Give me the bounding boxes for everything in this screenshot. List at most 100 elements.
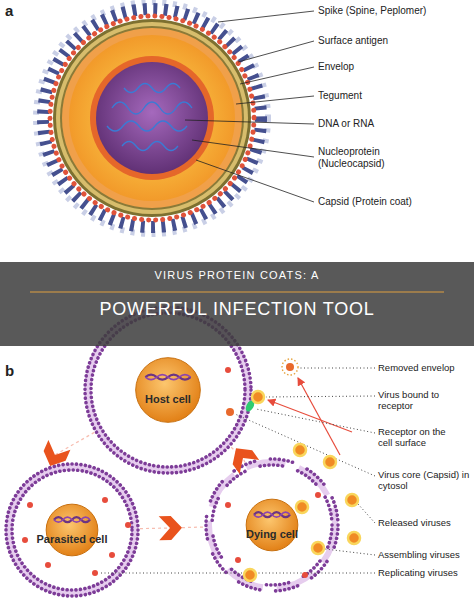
leader-line — [218, 11, 314, 22]
virus-dot — [109, 552, 115, 558]
nucleus — [246, 499, 298, 551]
leader-lines — [185, 11, 314, 202]
virus-particle — [36, 2, 268, 234]
entry-arrow — [298, 378, 340, 455]
envelope-outer — [53, 19, 251, 217]
panel-letter: b — [5, 362, 25, 380]
membrane-outer — [206, 459, 338, 591]
tegument-ring — [62, 28, 242, 208]
part-label: Spike (Spine, Peplomer) — [318, 5, 474, 17]
leader-line — [192, 140, 314, 157]
released-virus — [346, 494, 358, 506]
membrane-outer — [6, 464, 138, 596]
genome-core — [96, 62, 208, 174]
entry-arrows — [268, 378, 352, 455]
stage-label: Virus bound to receptor — [378, 389, 473, 412]
parasited-cell: Parasited cell — [4, 462, 140, 598]
cycle-arrow — [55, 432, 94, 463]
dna-strand — [107, 121, 187, 131]
title-text: POWERFUL INFECTION TOOL — [0, 299, 474, 321]
cycle-arrow — [140, 527, 204, 529]
part-label: Surface antigen — [318, 35, 474, 47]
title-text: VIRUS PROTEIN COATS: A — [0, 269, 474, 282]
leader-line — [99, 573, 375, 574]
panel-letter: a — [5, 2, 25, 20]
leader-line — [256, 409, 375, 433]
nucleocapsid-ring — [90, 56, 214, 180]
leader-line — [236, 96, 314, 104]
dna-strand — [122, 142, 178, 151]
membrane-band — [88, 310, 248, 470]
chromatin — [54, 517, 90, 522]
chromatin — [254, 512, 290, 517]
dying-cell: Dying cell — [204, 457, 340, 593]
stage-label: Receptor on the cell surface — [378, 426, 458, 449]
assembling-virus — [312, 542, 324, 554]
released-virus — [348, 532, 360, 544]
cycle-arrow — [231, 447, 245, 463]
leader-line — [196, 160, 314, 202]
virus-dot — [315, 492, 321, 498]
released-virus — [324, 456, 336, 468]
leader-line — [266, 396, 375, 397]
virus-dot — [92, 570, 98, 576]
dna-strand — [112, 102, 192, 114]
part-label: Capsid (Protein coat) — [318, 196, 474, 208]
capsid-layer — [69, 35, 235, 201]
virus-dot — [102, 497, 108, 503]
virus-dot — [225, 367, 231, 373]
virus-core — [286, 363, 294, 371]
nucleus — [136, 358, 201, 423]
leader-line — [299, 368, 375, 369]
chromatin — [145, 375, 190, 380]
stage-label: Replicating viruses — [378, 567, 473, 578]
virus-core — [226, 408, 234, 416]
envelope-inner — [60, 26, 244, 210]
spike-tips — [36, 2, 268, 234]
entry-arrow — [268, 400, 352, 432]
cell-name: Host cell — [83, 393, 253, 406]
leader-line — [240, 67, 314, 84]
virus-dot — [22, 537, 28, 543]
stage-label: Removed envelop — [378, 362, 473, 373]
stage-label: Released viruses — [378, 517, 473, 528]
removed-envelope — [282, 359, 298, 375]
part-label: Tegument — [318, 90, 474, 102]
title-band: VIRUS PROTEIN COATS: A POWERFUL INFECTION… — [0, 262, 474, 346]
membrane-inner — [12, 470, 132, 590]
cell-name: Parasited cell — [4, 533, 140, 546]
stage-label: Virus core (Capsid) in cytosol — [378, 469, 473, 492]
virus-dot — [45, 562, 51, 568]
part-label: Envelop — [318, 61, 474, 73]
chromatin — [54, 517, 90, 522]
chromatin — [254, 512, 290, 517]
stage-label: Assembling viruses — [378, 549, 473, 560]
virus-dot — [225, 502, 231, 508]
leader-line — [185, 120, 314, 124]
membrane-inner — [212, 465, 332, 585]
dna-strands — [107, 84, 192, 151]
spike-ring — [43, 9, 261, 227]
enveloped-viruses — [244, 391, 360, 581]
part-label: Nucleoprotein (Nucleocapsid) — [318, 146, 398, 170]
envelope-ring — [56, 22, 248, 214]
leader-line — [238, 41, 314, 62]
membrane-band — [209, 462, 335, 588]
membrane-inner — [91, 313, 245, 467]
cell-name: Dying cell — [204, 528, 340, 541]
virus-dot — [27, 502, 33, 508]
leader-line — [358, 504, 375, 523]
dna-strand — [124, 84, 180, 93]
nucleus — [46, 504, 98, 556]
cell-membrane — [204, 457, 340, 593]
part-label: DNA or RNA — [318, 118, 474, 130]
bound-virus — [252, 391, 264, 403]
surface-antigen-dots — [50, 16, 254, 220]
virus-dot — [235, 557, 241, 563]
cell-membrane — [4, 462, 140, 598]
released-virus — [294, 444, 306, 456]
assembling-virus — [296, 501, 308, 513]
membrane-band — [9, 467, 135, 593]
membrane-outer — [85, 307, 251, 473]
